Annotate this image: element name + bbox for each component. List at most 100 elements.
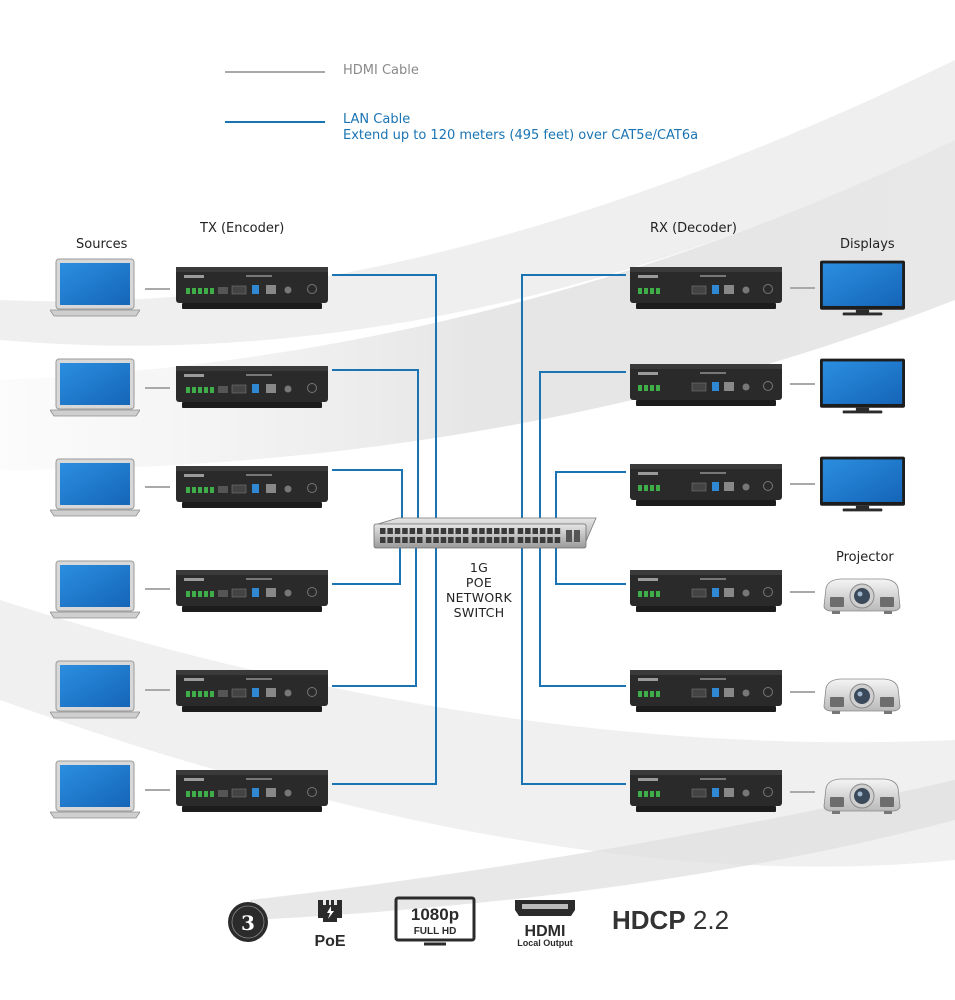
poe-label: PoE	[314, 933, 345, 950]
switch-port	[455, 528, 461, 534]
switch-port	[517, 537, 524, 543]
switch-port	[448, 537, 454, 543]
hdmi-label: HDMI	[525, 923, 566, 940]
decoder-icon	[630, 363, 782, 407]
switch-port	[394, 528, 401, 534]
decoder-icon	[630, 669, 782, 713]
switch-port	[380, 537, 386, 543]
switch-line-2: POE	[465, 575, 493, 590]
switch-port	[455, 537, 461, 543]
projector-icon	[823, 578, 901, 615]
sources-label: Sources	[76, 237, 128, 252]
switch-line-1: 1G	[469, 560, 489, 575]
hdcp-version: 2.2	[692, 905, 730, 935]
switch-port	[501, 528, 507, 534]
switch-port	[547, 528, 553, 534]
switch-port	[462, 537, 469, 543]
switch-uplink-port	[574, 530, 580, 542]
monitor-icon	[820, 456, 905, 512]
encoder-icon	[176, 365, 328, 409]
projector-icon	[823, 678, 901, 715]
switch-port	[417, 528, 423, 534]
switch-port	[494, 528, 500, 534]
hdcp-badge: HDCP 2.2	[612, 905, 729, 936]
monitor-icon	[820, 260, 905, 316]
switch-port	[554, 537, 561, 543]
switch-port	[433, 537, 439, 543]
switch-port	[494, 537, 500, 543]
switch-port	[440, 528, 447, 534]
lan-links	[332, 274, 626, 785]
decoder-icon	[630, 769, 782, 813]
switch-port	[508, 528, 515, 534]
poe-badge: PoE	[314, 900, 346, 950]
switch-port	[394, 537, 401, 543]
switch-port	[479, 528, 485, 534]
switch-port	[409, 528, 416, 534]
switch-port	[486, 528, 493, 534]
rx-label: RX (Decoder)	[650, 221, 737, 236]
projector-label: Projector	[836, 550, 894, 565]
switch-port	[547, 537, 553, 543]
network-switch-icon	[373, 517, 597, 549]
switch-port	[525, 537, 531, 543]
laptop-icon	[50, 660, 140, 719]
switch-port	[471, 528, 478, 534]
laptop-icon	[50, 560, 140, 619]
switch-port	[539, 537, 546, 543]
encoder-icon	[176, 266, 328, 310]
hdmi-sublabel: Local Output	[517, 938, 573, 948]
resolution-label: 1080p	[411, 905, 459, 924]
switch-port	[433, 528, 439, 534]
switch-port	[486, 537, 493, 543]
switch-port	[525, 528, 531, 534]
legend-hdmi-label: HDMI Cable	[343, 63, 419, 78]
switch-uplink-port	[566, 530, 572, 542]
hdcp-label: HDCP	[612, 905, 686, 935]
encoder-icon	[176, 465, 328, 509]
switch-port	[532, 528, 538, 534]
legend-lan-label: LAN Cable	[343, 112, 411, 127]
laptop-icon	[50, 760, 140, 819]
warranty-badge: 3	[228, 902, 268, 942]
switch-port	[448, 528, 454, 534]
warranty-number: 3	[241, 911, 255, 935]
decoder-icon	[630, 569, 782, 613]
legend-lan-detail: Extend up to 120 meters (495 feet) over …	[343, 128, 699, 143]
switch-port	[387, 537, 393, 543]
hdmi-badge: HDMI Local Output	[515, 900, 575, 948]
projector-icon	[823, 778, 901, 815]
switch-port	[532, 537, 538, 543]
switch-line-4: SWITCH	[453, 605, 505, 620]
switch-port	[539, 528, 546, 534]
switch-port	[471, 537, 478, 543]
switch-port	[462, 528, 469, 534]
switch-port	[440, 537, 447, 543]
encoder-icon	[176, 569, 328, 613]
fullhd-label: FULL HD	[414, 926, 457, 937]
decoder-icon	[630, 266, 782, 310]
monitor-icon	[820, 358, 905, 414]
switch-port	[425, 537, 432, 543]
switch-label: 1G POE NETWORK SWITCH	[432, 560, 526, 620]
switch-port	[380, 528, 386, 534]
hdmi-links	[145, 287, 815, 793]
switch-line-3: NETWORK	[445, 590, 513, 605]
switch-port	[387, 528, 393, 534]
switch-port	[501, 537, 507, 543]
encoder-icon	[176, 769, 328, 813]
switch-port	[417, 537, 423, 543]
laptop-icon	[50, 458, 140, 517]
switch-port	[508, 537, 515, 543]
switch-port	[517, 528, 524, 534]
switch-port	[409, 537, 416, 543]
tx-label: TX (Encoder)	[200, 221, 285, 236]
fullhd-badge: 1080p FULL HD	[394, 896, 476, 946]
switch-port	[402, 528, 408, 534]
switch-port	[479, 537, 485, 543]
encoder-icon	[176, 669, 328, 713]
switch-port	[402, 537, 408, 543]
displays	[820, 260, 905, 512]
decoder-icon	[630, 463, 782, 507]
